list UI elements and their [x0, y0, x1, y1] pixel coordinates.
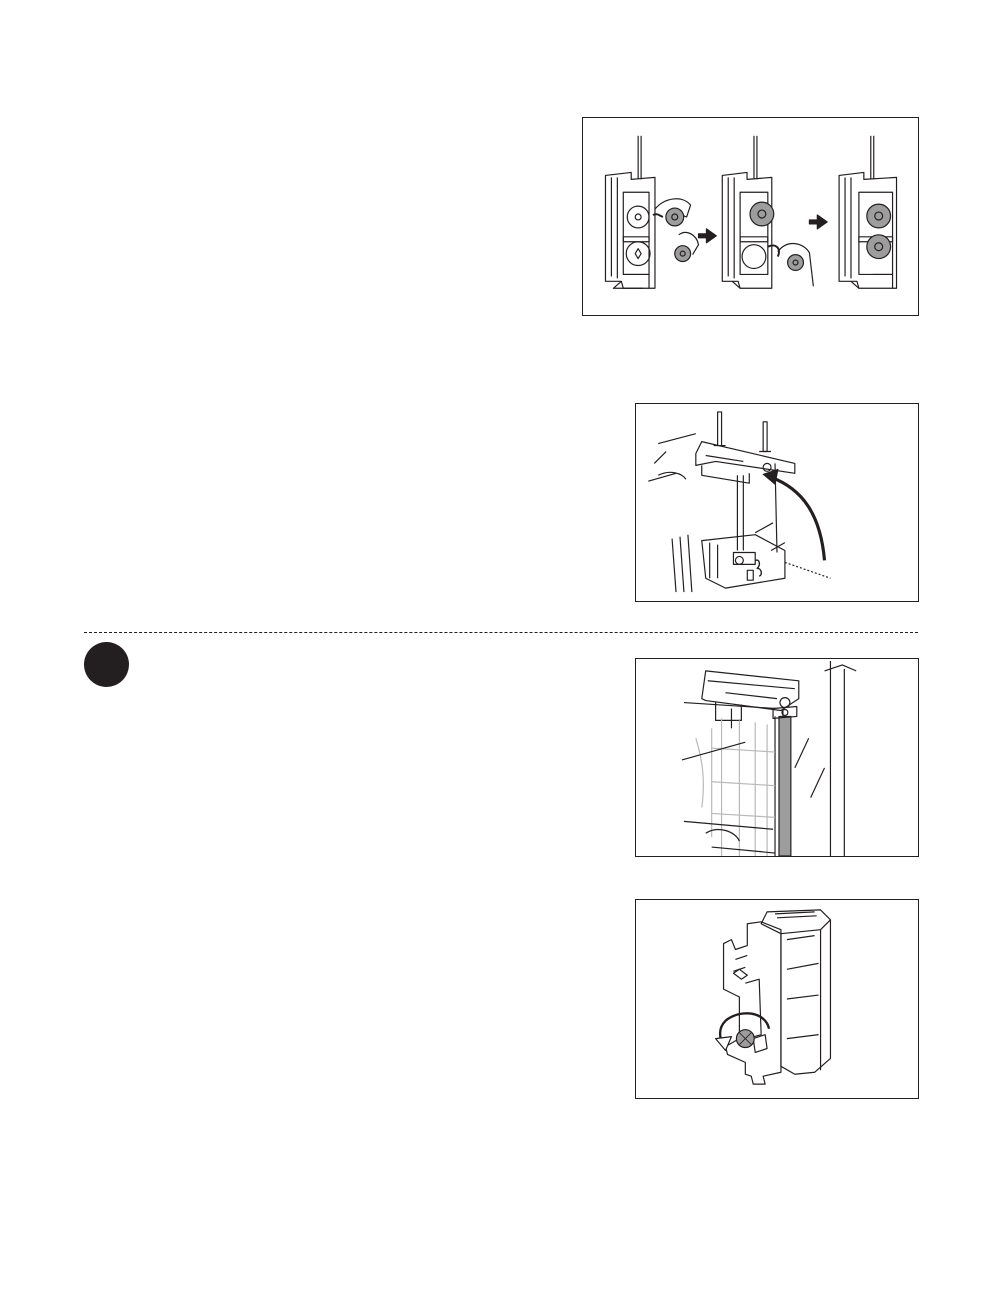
cassette-panel-c [839, 136, 896, 288]
cassette-panel-a [605, 136, 698, 288]
lever-rotation-figure [635, 403, 919, 602]
note-marker-icon [84, 642, 129, 687]
lever-rotation-icon [636, 404, 918, 601]
guide-shaft-closeup-figure [635, 658, 919, 857]
section-divider [84, 632, 918, 633]
ribbon-cassette-reel-install-icon [583, 118, 918, 315]
cassette-panel-b [722, 136, 813, 288]
cassette-knob-rotate-figure [635, 899, 919, 1099]
ribbon-cassette-reel-install-figure [582, 117, 919, 316]
cassette-knob-rotate-icon [636, 900, 918, 1098]
guide-shaft-closeup-icon [636, 659, 918, 856]
